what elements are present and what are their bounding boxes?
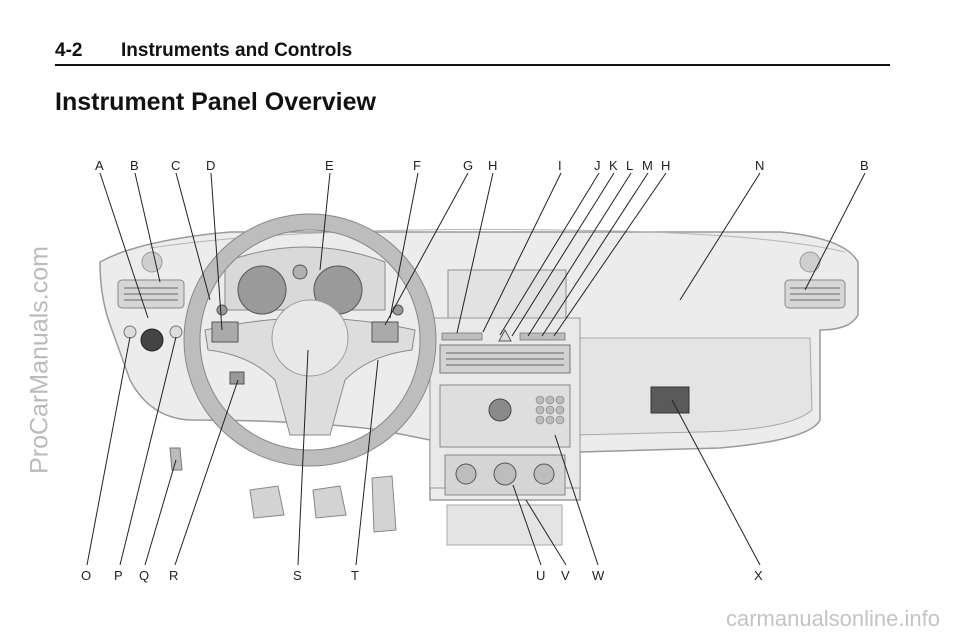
- mirror-switch: [123, 325, 137, 339]
- callout-label: P: [114, 568, 123, 583]
- callout-label: W: [592, 568, 605, 583]
- left-wheel-controls: [211, 321, 239, 343]
- wiper-stalk: [392, 304, 404, 316]
- callout-label: L: [626, 158, 633, 173]
- callout-label: A: [95, 158, 104, 173]
- callout-label: V: [561, 568, 570, 583]
- callout-label: G: [463, 158, 473, 173]
- glovebox-handle: [650, 386, 690, 414]
- callout-label: D: [206, 158, 215, 173]
- callout-label: R: [169, 568, 178, 583]
- chapter-title: Instruments and Controls: [121, 40, 353, 61]
- info-display: [447, 269, 567, 321]
- airbag-hub: [271, 299, 349, 377]
- callout-label: K: [609, 158, 618, 173]
- accelerator-pedal: [371, 475, 397, 533]
- callout-label: I: [558, 158, 562, 173]
- section-title: Instrument Panel Overview: [55, 88, 376, 116]
- right-wheel-controls: [371, 321, 399, 343]
- aux-switch: [169, 325, 183, 339]
- right-speaker: [799, 251, 821, 273]
- temp-knob: [455, 463, 477, 485]
- callout-label: H: [661, 158, 670, 173]
- hazard-button: [498, 328, 512, 342]
- callout-label: B: [860, 158, 869, 173]
- callout-label: J: [594, 158, 601, 173]
- callout-label: N: [755, 158, 764, 173]
- radio-knob: [488, 398, 512, 422]
- center-display: [292, 264, 308, 280]
- footer-watermark: carmanualsonline.info: [725, 606, 940, 631]
- callout-label: E: [325, 158, 334, 173]
- callout-label: B: [130, 158, 139, 173]
- callout-label: C: [171, 158, 180, 173]
- callout-label: T: [351, 568, 359, 583]
- callout-label: M: [642, 158, 653, 173]
- page-header: 4-2 Instruments and Controls: [55, 38, 890, 66]
- brake-pedal: [312, 485, 347, 519]
- callout-label: S: [293, 568, 302, 583]
- leader-lines: [86, 172, 866, 566]
- callout-label: F: [413, 158, 421, 173]
- mode-knob: [533, 463, 555, 485]
- callout-label: O: [81, 568, 91, 583]
- fan-knob: [493, 462, 517, 486]
- light-switch: [140, 328, 164, 352]
- turn-signal-stalk: [216, 304, 228, 316]
- left-speaker: [141, 251, 163, 273]
- bottom-callouts: O P Q R S T U V W X: [81, 568, 763, 583]
- clutch-pedal: [249, 485, 285, 519]
- lower-console: [446, 504, 563, 546]
- callout-label: X: [754, 568, 763, 583]
- top-callouts: A B C D E F G H I J K L M H N B: [95, 158, 869, 173]
- tachometer: [237, 265, 287, 315]
- callout-label: Q: [139, 568, 149, 583]
- callout-label: H: [488, 158, 497, 173]
- steering-wheel-rim: [184, 214, 436, 466]
- glovebox: [574, 337, 813, 436]
- page-number: 4-2: [55, 40, 83, 61]
- callout-label: U: [536, 568, 545, 583]
- hood-release: [169, 447, 183, 471]
